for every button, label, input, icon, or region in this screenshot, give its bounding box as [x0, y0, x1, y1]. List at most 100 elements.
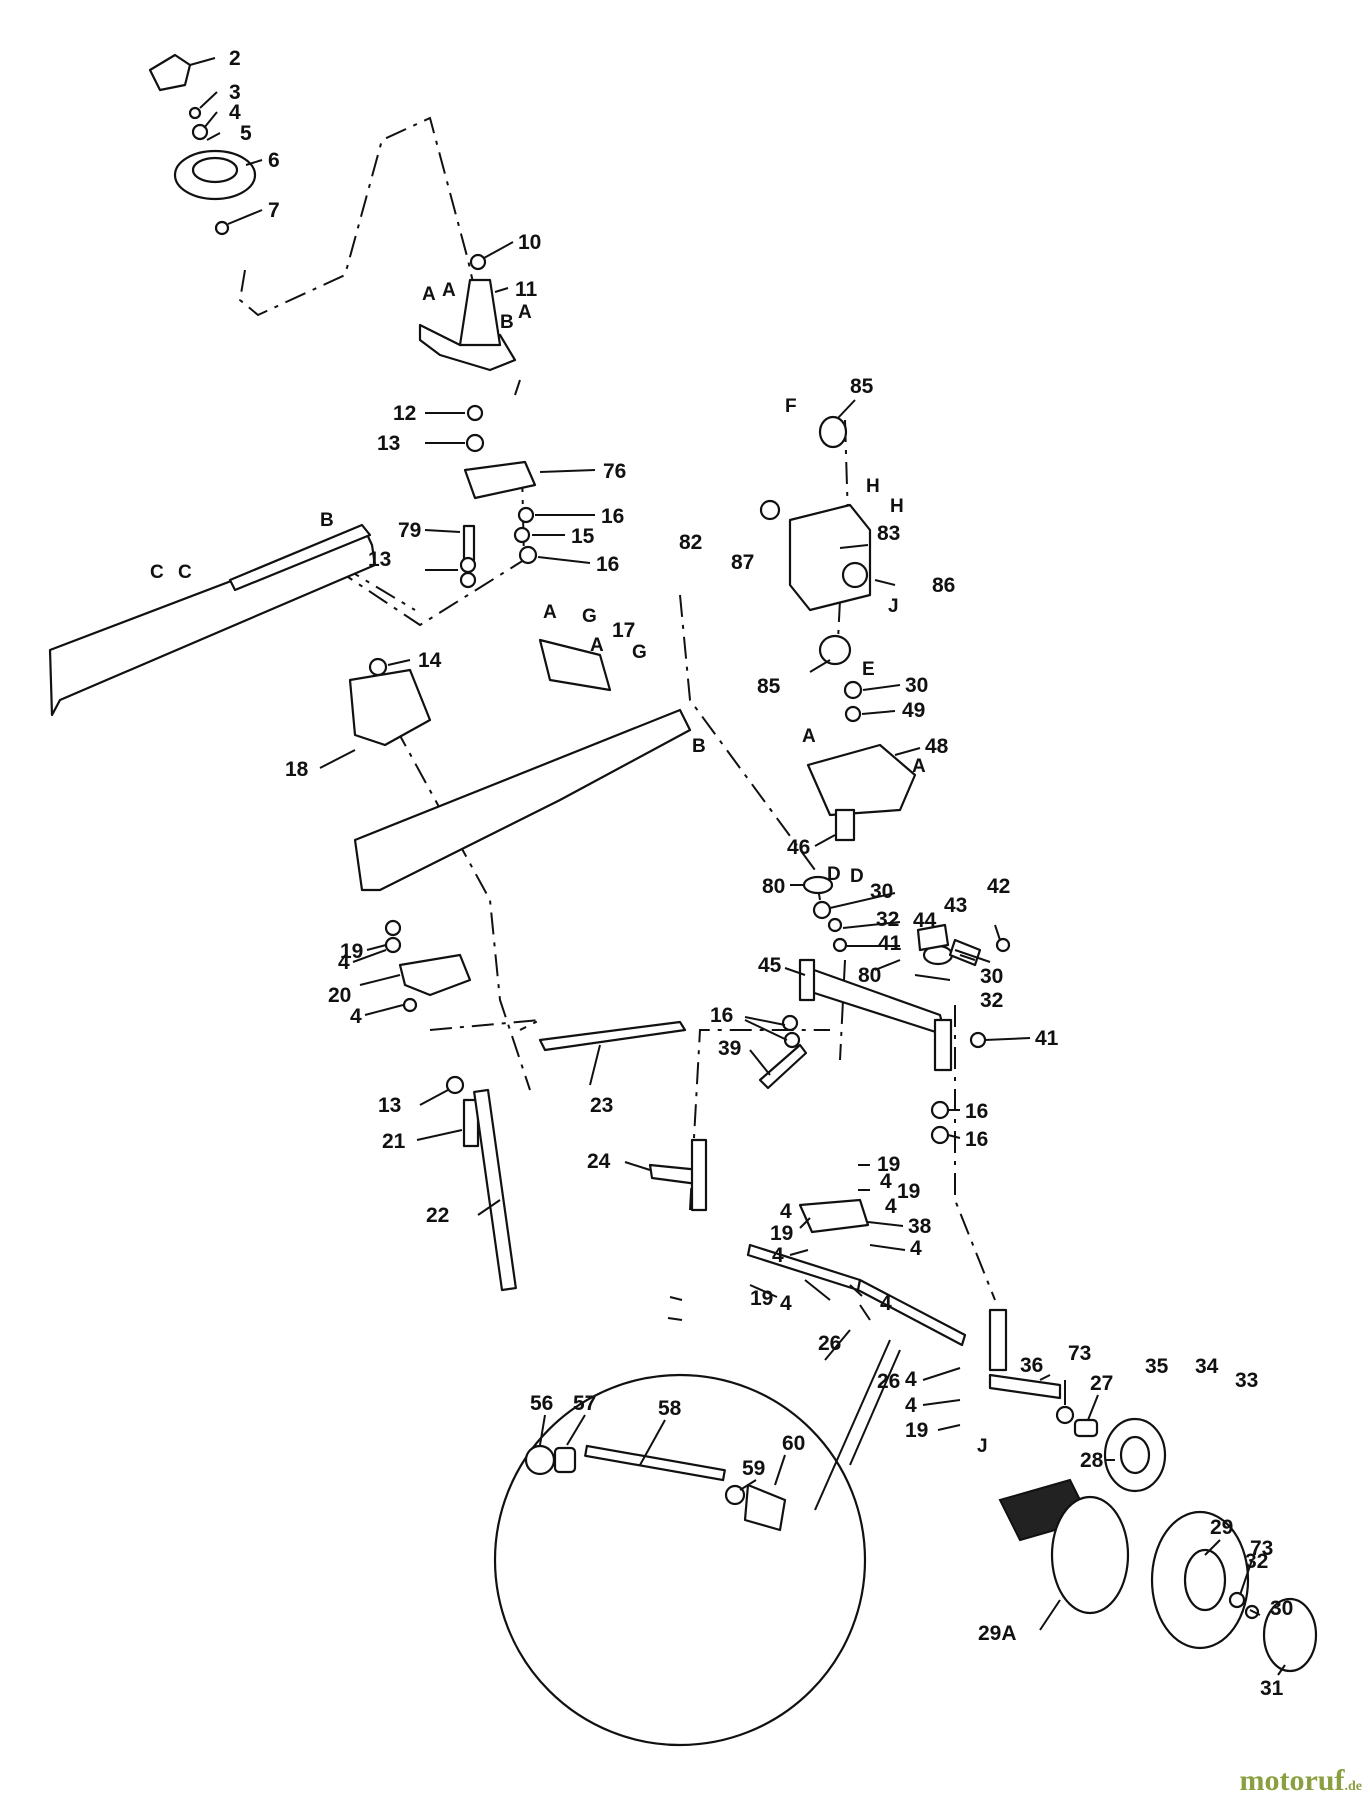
ref-letter-h: H — [890, 496, 904, 517]
callout-34: 34 — [1195, 1355, 1219, 1378]
callout-6: 6 — [268, 149, 280, 172]
callout-85: 85 — [850, 375, 874, 398]
callout-16: 16 — [965, 1100, 988, 1123]
callout-2: 2 — [229, 47, 241, 70]
steering-cap — [148, 53, 192, 92]
spindle — [988, 1373, 1062, 1400]
callout-leaders — [189, 57, 1286, 1676]
callout-4: 4 — [350, 1005, 362, 1028]
callout-30: 30 — [905, 674, 928, 697]
callout-19: 19 — [770, 1222, 793, 1245]
callout-27: 27 — [1090, 1372, 1113, 1395]
callout-83: 83 — [877, 522, 900, 545]
callout-16: 16 — [601, 505, 624, 528]
callout-19: 19 — [340, 940, 363, 963]
callout-32: 32 — [876, 908, 899, 931]
ref-letter-b: B — [320, 510, 334, 531]
ref-letter-a: A — [442, 280, 456, 301]
callout-10: 10 — [518, 231, 541, 254]
callout-26: 26 — [877, 1370, 900, 1393]
callout-12: 12 — [393, 402, 416, 425]
callout-7: 7 — [268, 199, 280, 222]
callout-80: 80 — [762, 875, 785, 898]
frame-rail-left — [48, 528, 377, 717]
watermark-logo: motoruf.de — [1240, 1764, 1362, 1798]
axle-pivot-bracket — [806, 743, 917, 817]
callout-13: 13 — [377, 432, 400, 455]
callout-57: 57 — [573, 1392, 596, 1415]
callout-19: 19 — [905, 1419, 928, 1442]
drag-link — [538, 1020, 687, 1052]
callout-39: 39 — [718, 1037, 741, 1060]
callout-4: 4 — [780, 1292, 792, 1315]
callout-21: 21 — [382, 1130, 406, 1153]
callout-43: 43 — [944, 894, 967, 917]
callout-11: 11 — [515, 278, 538, 301]
ref-letter-g: G — [582, 606, 597, 627]
callout-33: 33 — [1235, 1369, 1258, 1392]
callout-22: 22 — [426, 1204, 449, 1227]
ref-letter-h: H — [866, 476, 880, 497]
callout-45: 45 — [758, 954, 782, 977]
callout-41: 41 — [878, 932, 902, 955]
ref-letter-j: J — [977, 1436, 988, 1457]
callout-4: 4 — [885, 1195, 897, 1218]
callout-44: 44 — [913, 909, 937, 932]
callout-20: 20 — [328, 984, 351, 1007]
callout-16: 16 — [710, 1004, 733, 1027]
ref-letter-j: J — [888, 596, 899, 617]
bracket-76 — [463, 460, 537, 500]
callout-19: 19 — [750, 1287, 773, 1310]
callout-5: 5 — [240, 122, 252, 145]
callout-19: 19 — [877, 1153, 900, 1176]
callout-79: 79 — [398, 519, 421, 542]
callout-4: 4 — [338, 951, 350, 974]
bracket-17 — [538, 638, 612, 692]
callout-23: 23 — [590, 1094, 613, 1117]
callout-4: 4 — [905, 1394, 917, 1417]
callout-85: 85 — [757, 675, 781, 698]
callout-41: 41 — [1035, 1027, 1059, 1050]
callout-80: 80 — [858, 964, 881, 987]
callout-29: 29 — [1210, 1516, 1233, 1539]
callout-86: 86 — [932, 574, 955, 597]
callout-35: 35 — [1145, 1355, 1169, 1378]
callout-60: 60 — [782, 1432, 805, 1455]
callout-16: 16 — [596, 553, 619, 576]
callout-32: 32 — [980, 989, 1003, 1012]
callout-36: 36 — [1020, 1354, 1043, 1377]
callout-4: 4 — [910, 1237, 922, 1260]
pulley-lower — [818, 634, 852, 666]
callout-18: 18 — [285, 758, 309, 781]
idler-bracket — [788, 503, 872, 612]
callout-labels: 2 3 4 5 6 7 10 11 12 13 76 16 15 16 79 1… — [229, 47, 1293, 1700]
callout-30: 30 — [870, 880, 893, 903]
assembly-lines — [238, 116, 996, 1301]
ref-letter-e: E — [862, 659, 875, 680]
detail-circle — [493, 1373, 867, 1747]
wheel-29a — [1050, 1495, 1130, 1615]
pivot-bracket — [348, 668, 432, 747]
callout-38: 38 — [908, 1215, 932, 1238]
callout-3: 3 — [229, 81, 241, 104]
ref-letter-b: B — [500, 312, 514, 333]
ref-letter-a: A — [912, 756, 926, 777]
callout-14: 14 — [418, 649, 442, 672]
callout-16: 16 — [965, 1128, 988, 1151]
callout-13: 13 — [368, 548, 391, 571]
callout-13: 13 — [378, 1094, 401, 1117]
tie-rod-detail — [584, 1444, 726, 1482]
watermark-brand: motoruf — [1239, 1764, 1345, 1797]
ref-letter-d: D — [850, 866, 864, 887]
callout-26: 26 — [818, 1332, 841, 1355]
frame-rail-right — [353, 708, 692, 892]
parts-drawings — [48, 53, 1318, 1747]
hub-cap — [1262, 1597, 1318, 1673]
ref-letter-a: A — [422, 284, 436, 305]
callout-4: 4 — [905, 1368, 917, 1391]
callout-58: 58 — [658, 1397, 682, 1420]
ref-letter-f: F — [785, 396, 797, 417]
callout-30: 30 — [980, 965, 1003, 988]
ref-letter-a: A — [590, 635, 604, 656]
